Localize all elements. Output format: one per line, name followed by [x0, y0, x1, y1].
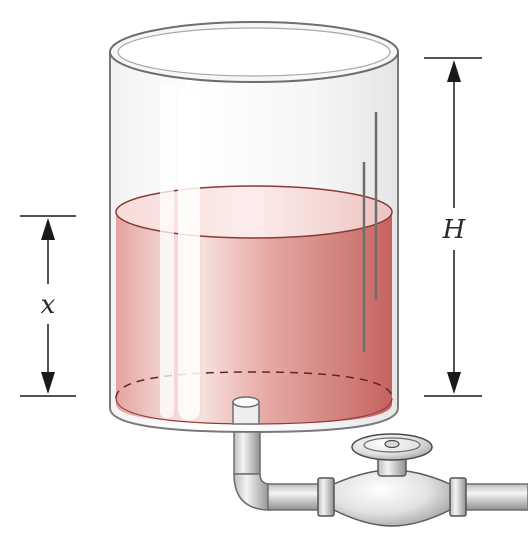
- valve-body: [333, 469, 451, 527]
- coupling-right: [449, 477, 467, 517]
- dimension-x-arrow-down: [41, 372, 55, 394]
- dimension-x: x: [20, 215, 76, 397]
- dimension-h: H: [424, 57, 482, 397]
- liquid-body: [116, 212, 392, 424]
- valve: [333, 433, 451, 527]
- dimension-h-label: H: [442, 215, 467, 245]
- valve-handwheel-inner: [363, 437, 421, 453]
- dimension-x-arrow-up: [41, 218, 55, 240]
- outlet-stub-top: [232, 396, 260, 408]
- pipe-horizontal-left: [267, 483, 325, 511]
- coupling-left: [317, 477, 335, 517]
- drain-pipe: [233, 431, 528, 517]
- dimension-h-arrow-down: [447, 372, 461, 394]
- tank: [109, 21, 399, 434]
- glass-highlight-main: [178, 88, 200, 420]
- tank-top-inner: [117, 27, 391, 77]
- dimension-h-arrow-up: [447, 60, 461, 82]
- pipe-elbow: [233, 473, 271, 511]
- glass-highlight-left: [160, 82, 174, 418]
- dimension-x-label: x: [41, 290, 56, 320]
- pipe-vertical: [233, 431, 261, 475]
- liquid-surface: [115, 185, 393, 239]
- pipe-horizontal-right: [461, 483, 528, 511]
- liquid-bottom-dashed: [115, 371, 393, 399]
- valve-handwheel-hub: [384, 439, 400, 449]
